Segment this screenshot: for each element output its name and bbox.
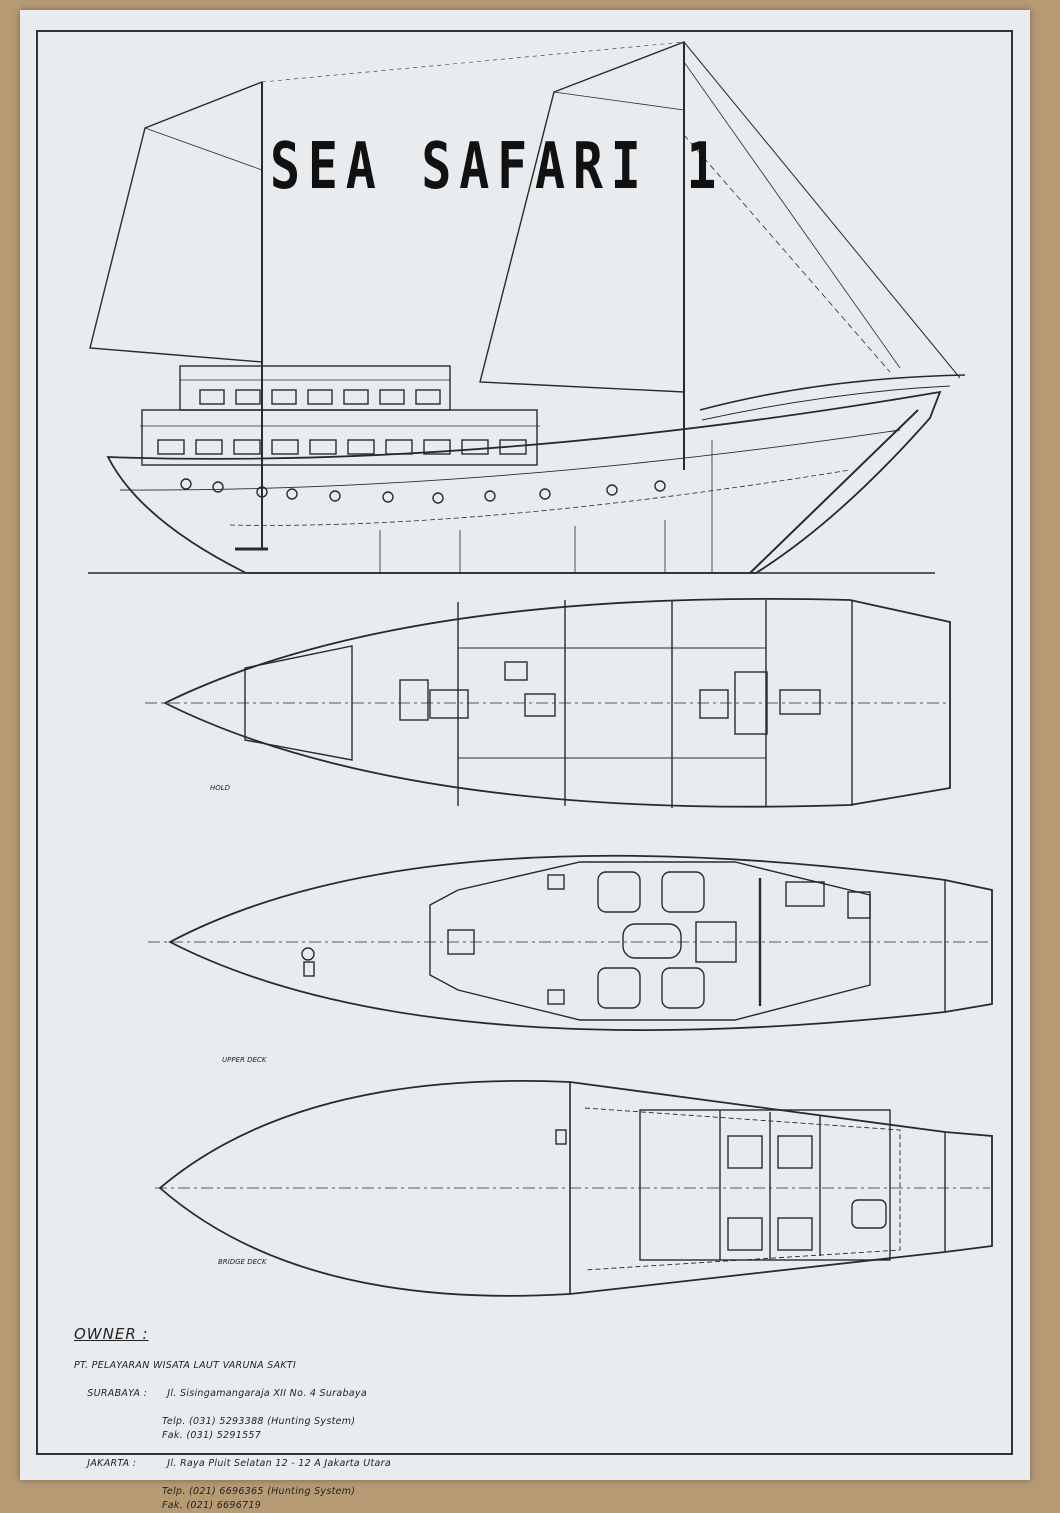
bridge-deck-plan xyxy=(155,1079,993,1297)
jakarta-fax: Fak. (021) 6696719 xyxy=(162,1500,262,1511)
surabaya-fax: Fak. (031) 5291557 xyxy=(162,1430,262,1441)
surabaya-city: SURABAYA : xyxy=(87,1388,148,1399)
side-profile xyxy=(88,40,966,574)
upper-deck-plan-label: UPPER DECK xyxy=(222,1056,267,1064)
hold-plan-label: HOLD xyxy=(210,784,231,792)
owner-company: PT. PELAYARAN WISATA LAUT VARUNA SAKTI xyxy=(74,1360,297,1371)
jakarta-city: JAKARTA : xyxy=(87,1458,137,1469)
surabaya-address: Jl. Sisingamangaraja XII No. 4 Surabaya xyxy=(167,1388,367,1399)
drawing-border xyxy=(36,30,1013,1455)
surabaya-telp: Telp. (031) 5293388 (Hunting System) xyxy=(162,1416,356,1427)
upper-deck-plan xyxy=(148,854,993,1031)
blueprint-sheet xyxy=(20,10,1030,1480)
bridge-deck-plan-label: BRIDGE DECK xyxy=(218,1258,267,1266)
jakarta-address: Jl. Raya Pluit Selatan 12 - 12 A Jakarta… xyxy=(167,1458,391,1469)
hold-plan xyxy=(145,598,951,808)
drawing-title: SEA SAFARI 1 xyxy=(270,130,725,204)
owner-heading: OWNER : xyxy=(74,1325,149,1343)
jakarta-telp: Telp. (021) 6696365 (Hunting System) xyxy=(162,1486,356,1497)
